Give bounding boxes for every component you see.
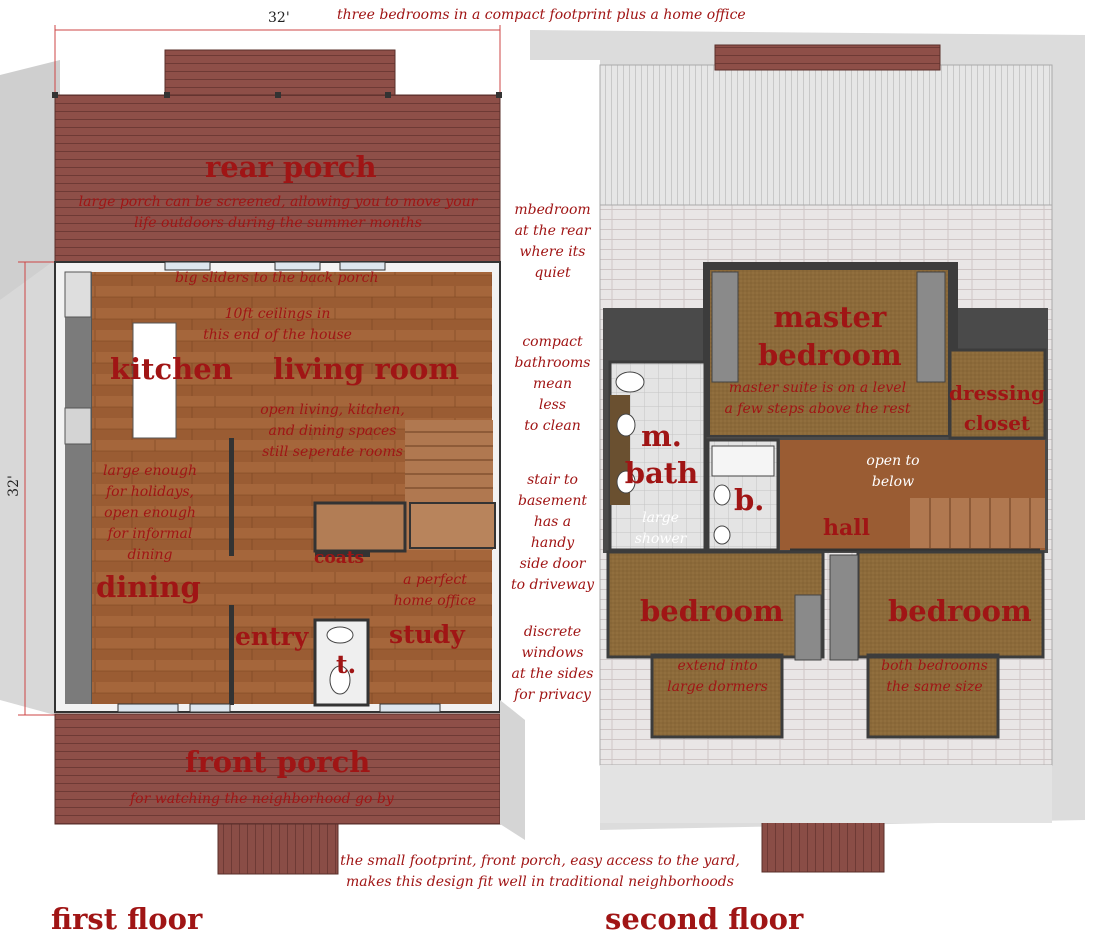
front-porch-note: for watching the neighborhood go by bbox=[130, 791, 394, 807]
dining-note: large enough for holidays, open enough f… bbox=[103, 463, 197, 563]
side-note-stair: stair to basement has a handy side door … bbox=[510, 472, 595, 593]
kitchen-label: kitchen bbox=[110, 352, 233, 386]
master-bath-label: m. bath bbox=[624, 419, 699, 490]
toilet-label: t. bbox=[336, 650, 357, 679]
depth-dimension: 32' bbox=[5, 475, 22, 497]
open-to-below-note: open to below bbox=[866, 453, 920, 490]
side-note-windows: discrete windows at the sides for privac… bbox=[511, 624, 594, 703]
large-shower-note: large shower bbox=[634, 510, 687, 547]
dressing-closet-label: dressing closet bbox=[949, 381, 1045, 435]
ceilings-note: 10ft ceilings in this end of the house bbox=[203, 306, 352, 343]
bath-b-label: b. bbox=[734, 483, 765, 517]
dormer-note: extend into large dormers bbox=[667, 658, 768, 695]
footer-note: the small footprint, front porch, easy a… bbox=[340, 853, 740, 890]
master-bedroom-label: master bedroom bbox=[758, 300, 902, 372]
living-room-label: living room bbox=[273, 352, 460, 386]
bedroom-right-label: bedroom bbox=[888, 594, 1032, 628]
front-porch-label: front porch bbox=[185, 745, 371, 779]
master-suite-note: master suite is on a level a few steps a… bbox=[724, 380, 911, 417]
side-note-bathrooms: compact bathrooms mean less to clean bbox=[514, 334, 591, 434]
hall-label: hall bbox=[823, 515, 870, 541]
header-tagline: three bedrooms in a compact footprint pl… bbox=[337, 7, 746, 23]
side-note-mbedroom: mbedroom at the rear where its quiet bbox=[514, 202, 591, 281]
bedroom-left-label: bedroom bbox=[640, 594, 784, 628]
dining-label: dining bbox=[96, 570, 201, 604]
rear-porch-label: rear porch bbox=[205, 150, 377, 184]
sliders-note: big sliders to the back porch bbox=[175, 270, 379, 286]
coats-label: coats bbox=[314, 548, 365, 568]
second-floor-title: second floor bbox=[605, 902, 804, 936]
entry-label: entry bbox=[235, 622, 309, 651]
open-living-note: open living, kitchen, and dining spaces … bbox=[260, 402, 405, 460]
same-size-note: both bedrooms the same size bbox=[881, 658, 988, 695]
office-note: a perfect home office bbox=[393, 572, 477, 609]
first-floor-title: first floor bbox=[51, 902, 203, 936]
width-dimension: 32' bbox=[268, 10, 290, 26]
study-label: study bbox=[389, 620, 465, 649]
rear-porch-note: large porch can be screened, allowing yo… bbox=[78, 194, 478, 231]
